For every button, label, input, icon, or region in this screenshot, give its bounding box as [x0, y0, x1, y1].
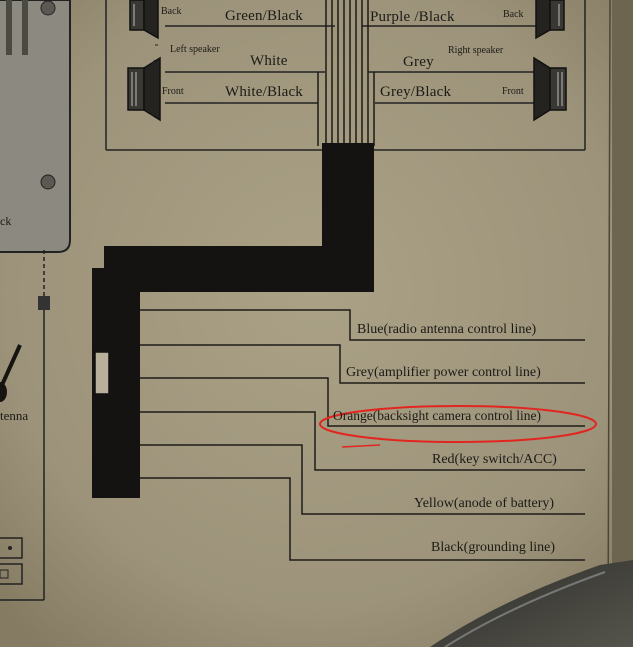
label-front-right: Front [502, 86, 524, 97]
speaker-left-back [129, 0, 159, 40]
wire-label-red: Red(key switch/ACC) [432, 452, 557, 467]
speaker-right-front [533, 56, 567, 122]
label-front-left: Front [162, 86, 184, 97]
svg-text:+: + [150, 58, 158, 69]
wire-bundle [317, 0, 375, 146]
paper-right-edge [612, 0, 633, 647]
svg-text:−: − [150, 110, 158, 121]
label-right-speaker: Right speaker [448, 45, 504, 56]
wire-label-blue: Blue(radio antenna control line) [357, 322, 537, 337]
label-back-left: Back [161, 6, 182, 17]
wire-label-grey: Grey(amplifier power control line) [346, 365, 541, 380]
speaker-left-front [127, 56, 161, 122]
wire-label-orange: Orange(backsight camera control line) [333, 408, 542, 423]
speaker-right-back [535, 0, 565, 40]
wire-left-back: Green/Black [225, 8, 303, 24]
label-antenna-fragment: tenna [0, 408, 29, 423]
wire-label-black: Black(grounding line) [431, 540, 556, 555]
highlight-underline [341, 444, 381, 448]
main-harness [140, 143, 374, 292]
svg-text:−: − [533, 110, 541, 121]
wire-right-front-neg: Grey/Black [380, 84, 452, 100]
label-left-speaker: Left speaker [170, 44, 220, 55]
head-unit-box [0, 0, 71, 253]
wire-right-front-pos: Grey [403, 54, 434, 70]
control-wires [140, 309, 585, 561]
wire-left-front-neg: White/Black [225, 84, 304, 100]
label-box-fragment: ck [0, 214, 12, 228]
wire-right-back: Purple /Black [370, 9, 455, 25]
antenna-plug [38, 296, 50, 310]
wire-label-yellow: Yellow(anode of battery) [414, 496, 555, 511]
connector-latch [94, 351, 110, 395]
antenna-rod [0, 344, 22, 386]
wire-left-front-pos: White [250, 53, 288, 69]
label-back-right: Back [503, 9, 524, 20]
svg-text:+: + [533, 58, 541, 69]
highlight-circle [319, 405, 597, 443]
